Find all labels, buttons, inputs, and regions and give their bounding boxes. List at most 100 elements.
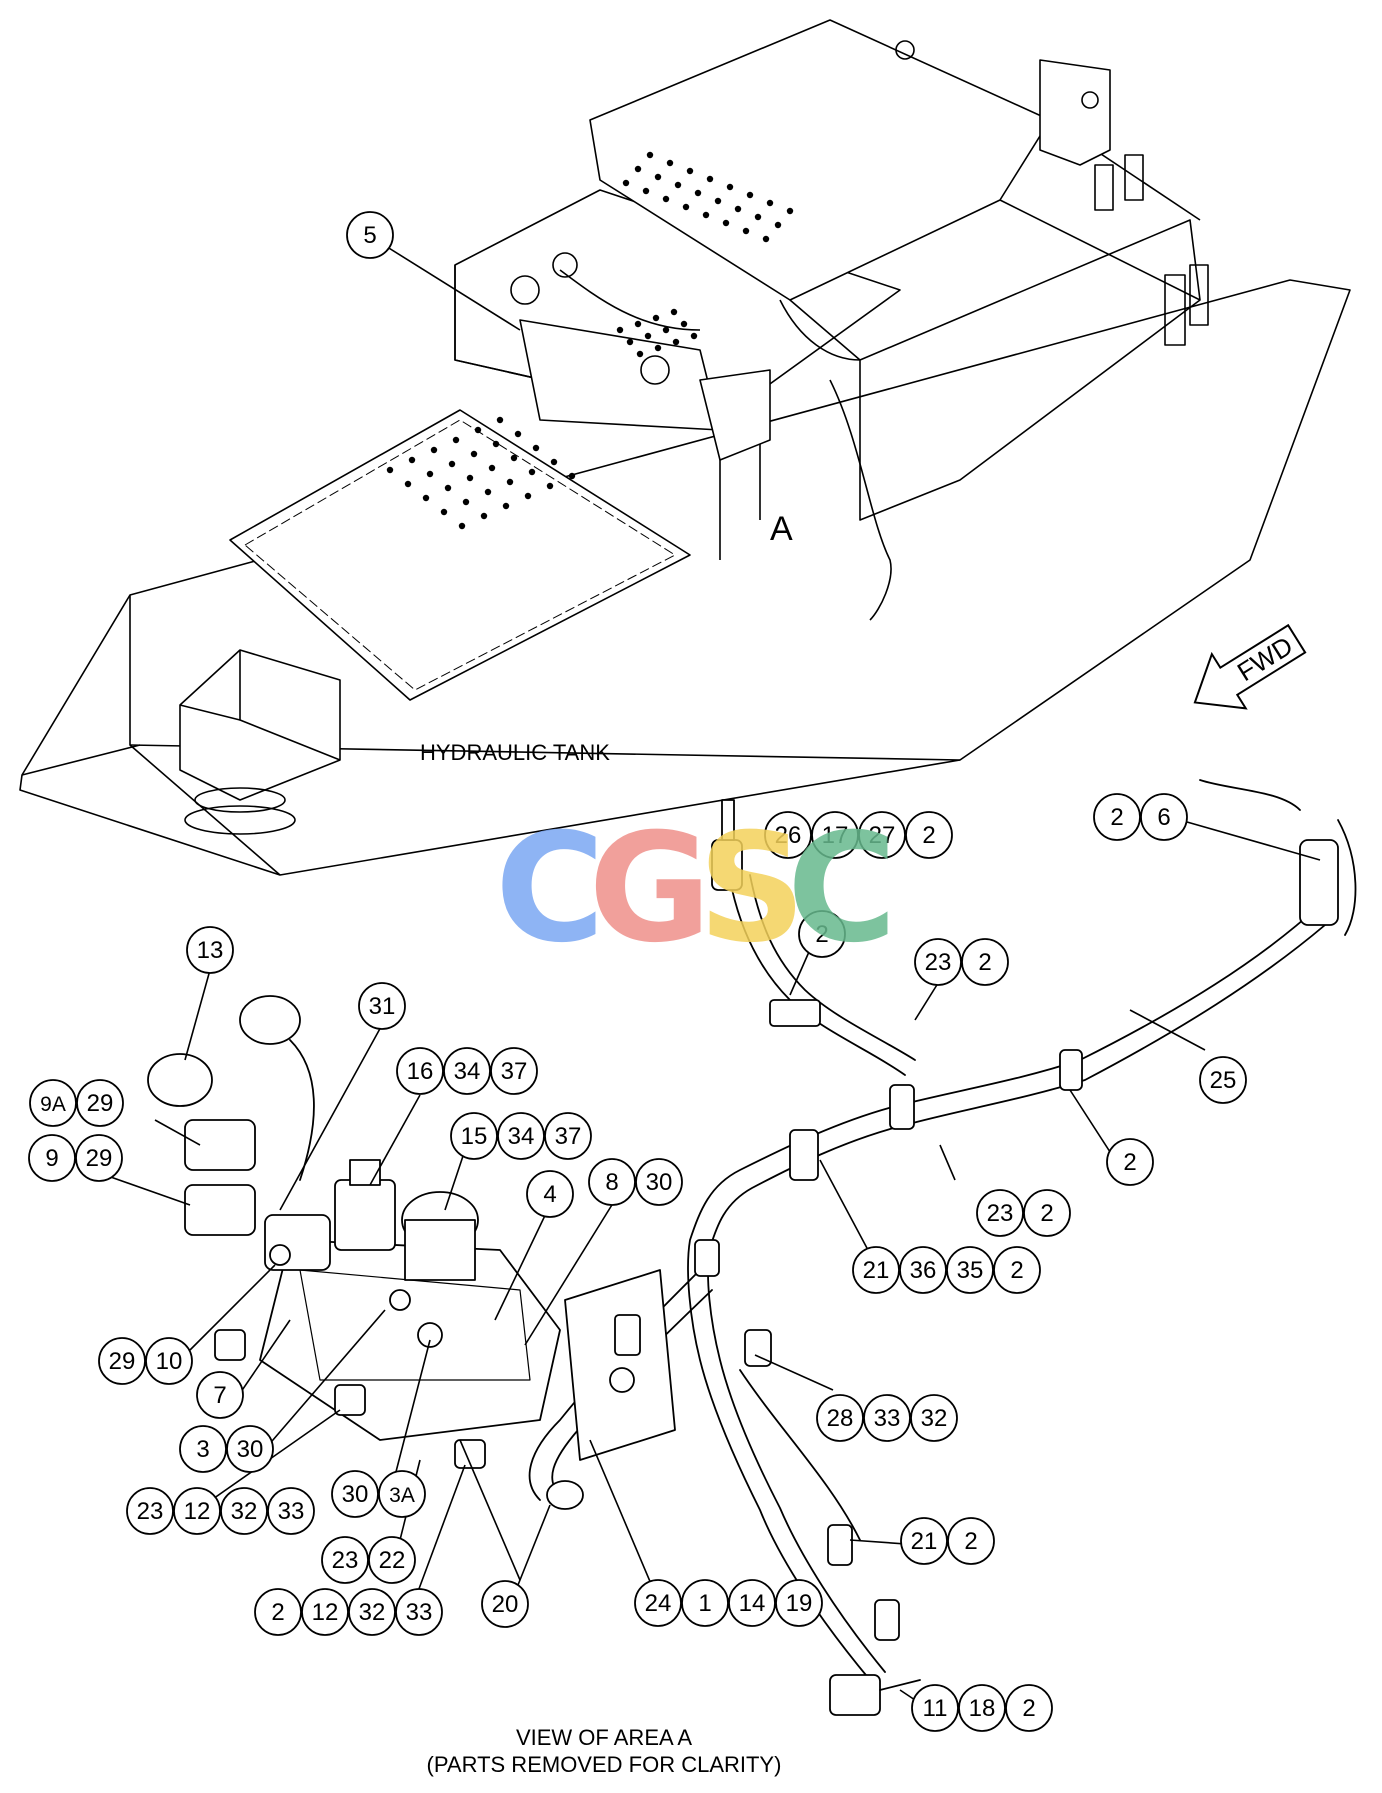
callout-label: 23 — [332, 1547, 359, 1574]
callout-label: 34 — [508, 1123, 535, 1150]
callout-bubble — [378, 1470, 426, 1518]
deck-hole — [714, 197, 722, 205]
callout-bubble — [946, 1246, 994, 1294]
callout-label: 2 — [815, 921, 828, 948]
callout-label: 32 — [921, 1405, 948, 1432]
callout-label: 27 — [869, 822, 896, 849]
deck-hole — [492, 440, 500, 448]
deck-hole — [616, 326, 624, 334]
callout-label: 22 — [379, 1547, 406, 1574]
callout-label: 24 — [645, 1590, 672, 1617]
deck-hole — [480, 512, 488, 520]
deck-hole — [662, 195, 670, 203]
deck-hole — [666, 159, 674, 167]
callout-bubble — [811, 811, 859, 859]
deck-hole — [674, 181, 682, 189]
callout-bubble — [635, 1158, 683, 1206]
callout-label: 30 — [342, 1481, 369, 1508]
callout-label: 23 — [987, 1200, 1014, 1227]
callout-label: 25 — [1210, 1067, 1237, 1094]
deck-hole — [496, 416, 504, 424]
callout-label: 9 — [45, 1145, 58, 1172]
callout-label: 16 — [407, 1058, 434, 1085]
callout-label: 30 — [646, 1169, 673, 1196]
deck-hole — [568, 472, 576, 480]
callout-label: 13 — [197, 937, 224, 964]
callout-bubble — [775, 1579, 823, 1627]
callout-label: 23 — [137, 1498, 164, 1525]
callout-bubble — [497, 1112, 545, 1160]
callout-bubble — [29, 1079, 77, 1127]
deck-hole — [502, 502, 510, 510]
callout-label: 23 — [925, 949, 952, 976]
deck-hole — [762, 235, 770, 243]
callout-label: 2 — [1010, 1257, 1023, 1284]
callout-bubble — [226, 1425, 274, 1473]
callout-bubble — [346, 211, 394, 259]
callout-bubble — [905, 811, 953, 859]
callout-bubble — [490, 1047, 538, 1095]
deck-hole — [440, 508, 448, 516]
callout-bubble — [947, 1517, 995, 1565]
callout-label: 12 — [312, 1599, 339, 1626]
callout-bubble — [196, 1371, 244, 1419]
watermark-letter: G — [588, 802, 711, 976]
callout-label: 6 — [1157, 804, 1170, 831]
callout-bubble — [681, 1579, 729, 1627]
deck-hole — [670, 308, 678, 316]
deck-hole — [652, 314, 660, 322]
deck-hole — [644, 332, 652, 340]
callout-bubble — [976, 1189, 1024, 1237]
deck-hole — [646, 151, 654, 159]
callout-bubble — [173, 1487, 221, 1535]
callout-bubble — [911, 1684, 959, 1732]
callout-bubble — [764, 811, 812, 859]
deck-hole — [470, 450, 478, 458]
callout-label: 37 — [501, 1058, 528, 1085]
callout-bubble — [858, 811, 906, 859]
callout-label: 18 — [969, 1695, 996, 1722]
deck-hole — [746, 191, 754, 199]
deck-hole — [422, 494, 430, 502]
callout-label: 32 — [231, 1498, 258, 1525]
deck-hole — [654, 173, 662, 181]
callout-bubble — [798, 910, 846, 958]
callout-bubble — [1005, 1684, 1053, 1732]
deck-hole — [634, 320, 642, 328]
deck-hole — [484, 488, 492, 496]
callout-bubble — [186, 926, 234, 974]
callout-bubble — [544, 1112, 592, 1160]
callout-label: 20 — [492, 1591, 519, 1618]
callout-bubble — [301, 1588, 349, 1636]
deck-hole — [722, 219, 730, 227]
deck-hole — [546, 482, 554, 490]
callout-bubble — [993, 1246, 1041, 1294]
callout-label: 12 — [184, 1498, 211, 1525]
callout-label: 34 — [454, 1058, 481, 1085]
callout-bubble — [179, 1425, 227, 1473]
callout-bubble — [1093, 793, 1141, 841]
deck-hole — [506, 478, 514, 486]
deck-hole — [694, 189, 702, 197]
callout-bubble — [1140, 793, 1188, 841]
deck-hole — [458, 522, 466, 530]
callout-label: 28 — [827, 1405, 854, 1432]
deck-hole — [706, 175, 714, 183]
callout-bubble — [331, 1470, 379, 1518]
deck-hole — [514, 430, 522, 438]
deck-hole — [430, 446, 438, 454]
watermark-letter: C — [787, 802, 897, 976]
callout-bubble — [126, 1487, 174, 1535]
callout-bubble — [98, 1337, 146, 1385]
callout-label: 15 — [461, 1123, 488, 1150]
deck-hole — [462, 498, 470, 506]
callout-bubble — [396, 1047, 444, 1095]
deck-hole — [386, 466, 394, 474]
deck-hole — [510, 454, 518, 462]
callout-bubble — [443, 1047, 491, 1095]
callout-label: 1 — [698, 1590, 711, 1617]
callout-label: 2 — [922, 822, 935, 849]
